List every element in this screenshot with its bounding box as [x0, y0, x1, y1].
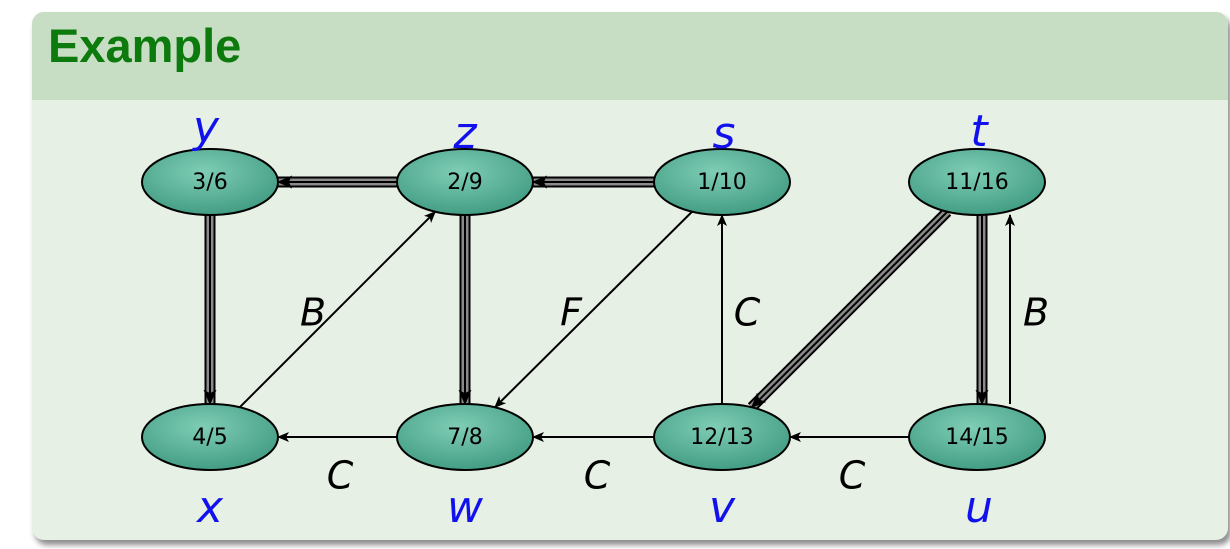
edge-label-w-x: C — [327, 454, 354, 498]
edge-label-u-t: B — [1023, 291, 1049, 335]
tree-edge-arrow — [750, 210, 949, 409]
edge-line — [494, 210, 693, 409]
vertex-name-w: w — [447, 482, 484, 533]
node-ellipse — [653, 403, 791, 471]
edge-label-v-w: C — [584, 454, 611, 498]
edge-label-v-s: C — [734, 291, 761, 335]
edges-layer: B F C B C C C — [203, 175, 1049, 498]
edge-v-s: C — [717, 214, 761, 404]
node-ellipse — [141, 403, 279, 471]
edge-t-v — [747, 207, 952, 412]
node-times-v: 12/13 — [690, 425, 753, 450]
node-ellipse — [396, 403, 534, 471]
edge-v-w: C — [532, 432, 654, 498]
node-times-t: 11/16 — [945, 170, 1008, 195]
node-t: 11/16 t — [908, 106, 1046, 216]
block-title: Example — [48, 19, 242, 72]
node-ellipse — [653, 148, 791, 216]
node-times-w: 7/8 — [447, 425, 482, 450]
vertex-name-y: y — [191, 102, 220, 153]
node-ellipse — [141, 148, 279, 216]
node-u: 14/15 u — [908, 403, 1046, 533]
node-times-s: 1/10 — [697, 170, 746, 195]
node-times-y: 3/6 — [192, 170, 227, 195]
node-times-u: 14/15 — [945, 425, 1008, 450]
vertex-name-z: z — [452, 108, 477, 159]
node-x: 4/5 x — [141, 403, 279, 533]
edge-label-u-v: C — [839, 454, 866, 498]
node-y: 3/6 y — [141, 102, 279, 216]
node-ellipse — [908, 148, 1046, 216]
vertex-name-u: u — [965, 482, 993, 533]
edge-x-z: B — [238, 210, 437, 409]
node-w: 7/8 w — [396, 403, 534, 533]
node-z: 2/9 z — [396, 108, 534, 216]
nodes-layer: 3/6 y 2/9 z 1/10 s 11/16 t 4/5 x 7/8 w 12/13 v 14/15 u — [141, 102, 1046, 533]
node-s: 1/10 s — [653, 108, 791, 216]
edge-label-x-z: B — [300, 291, 326, 335]
node-v: 12/13 v — [653, 403, 791, 533]
edge-w-x: C — [277, 432, 397, 498]
edge-u-t: B — [1005, 214, 1049, 404]
node-times-x: 4/5 — [192, 425, 227, 450]
block-title-bar: Example — [32, 12, 1228, 100]
vertex-name-t: t — [970, 106, 989, 157]
edge-line — [238, 210, 437, 409]
node-times-z: 2/9 — [447, 170, 482, 195]
node-ellipse — [908, 403, 1046, 471]
vertex-name-v: v — [709, 482, 736, 533]
node-ellipse — [396, 148, 534, 216]
vertex-name-s: s — [713, 108, 736, 159]
vertex-name-x: x — [195, 482, 224, 533]
edge-u-v: C — [789, 432, 909, 498]
edge-s-w: F — [494, 210, 693, 409]
edge-label-s-w: F — [560, 291, 583, 335]
